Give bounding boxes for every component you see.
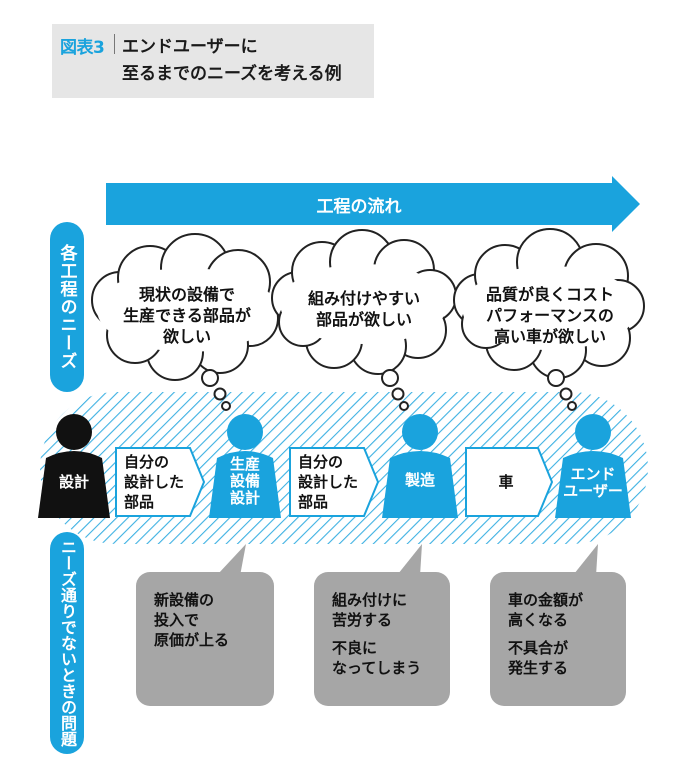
needs-text-line: 組み付けやすい — [307, 289, 420, 308]
problem-box-3 — [490, 544, 626, 706]
needs-text-line: パフォーマンスの — [486, 306, 614, 325]
transfer-1-label: 自分の 設計した 部品 — [124, 452, 184, 512]
actor-label-line: 設計 — [58, 473, 89, 491]
transfer-label-line: 自分の — [298, 453, 344, 471]
transfer-label-line: 部品 — [298, 493, 329, 511]
figure-title-line-1: エンドユーザーに — [122, 37, 258, 57]
needs-bubble-3-text: 品質が良くコスト パフォーマンスの 高い車が欲しい — [470, 284, 630, 347]
needs-text-line: 品質が良くコスト — [485, 285, 614, 304]
side-label-needs: 各工程のニーズ — [50, 222, 84, 392]
problem-text-line: 不具合が — [508, 639, 569, 657]
transfer-arrow-3 — [465, 447, 554, 517]
problem-2-text: 組み付けに 苦労する 不良に なってしまう — [332, 590, 421, 678]
problem-text-line: 原価が上る — [154, 631, 230, 649]
transfer-label-line: 設計した — [124, 473, 185, 491]
actor-equipment-designer-figure — [209, 414, 281, 518]
actor-label-line: エンド — [570, 465, 616, 483]
problem-text-gap — [332, 630, 421, 638]
actor-equipment-designer-label: 生産 設備 設計 — [211, 456, 279, 507]
actor-designer-label: 設計 — [40, 474, 108, 491]
problem-text-line: 発生する — [508, 659, 569, 677]
needs-bubble-2-text: 組み付けやすい 部品が欲しい — [290, 288, 438, 330]
problem-text-line: 苦労する — [332, 611, 393, 629]
flow-label: 工程の流れ — [316, 196, 402, 217]
needs-bubble-2 — [271, 229, 457, 411]
needs-bubble-3 — [453, 228, 645, 411]
problem-text-line: 組み付けに — [332, 591, 408, 609]
problem-text-line: 新設備の — [154, 591, 215, 609]
needs-text-line: 欲しい — [162, 327, 211, 346]
actor-end-user-label: エンド ユーザー — [555, 466, 631, 500]
problem-text-line: 車の金額が — [508, 591, 584, 609]
problem-1-text: 新設備の 投入で 原価が上る — [154, 590, 229, 650]
actor-label-line: ユーザー — [563, 482, 623, 500]
problem-text-gap — [508, 630, 583, 638]
needs-text-line: 高い車が欲しい — [493, 327, 606, 346]
header-separator — [114, 34, 115, 54]
needs-text-line: 現状の設備で — [138, 285, 235, 304]
problem-text-line: 不良に — [332, 639, 378, 657]
actor-label-line: 生産 — [229, 455, 260, 473]
problem-text-line: 投入で — [154, 611, 200, 629]
transfer-label-line: 設計した — [298, 473, 359, 491]
actor-label-line: 製造 — [404, 471, 435, 489]
transfer-label-line: 自分の — [124, 453, 170, 471]
problem-text-line: 高くなる — [508, 611, 569, 629]
figure-header: 図表3 エンドユーザーに 至るまでのニーズを考える例 — [52, 24, 374, 98]
actor-end-user-figure — [555, 414, 631, 518]
needs-text-line: 生産できる部品が — [123, 306, 251, 325]
actor-manufacturing-figure — [382, 414, 458, 518]
transfer-3-label: 車 — [466, 472, 546, 492]
actor-designer-figure — [38, 414, 110, 518]
transfer-arrow-1 — [115, 447, 206, 517]
transfer-2-label: 自分の 設計した 部品 — [298, 452, 358, 512]
transfer-arrow-2 — [289, 447, 380, 517]
problem-text-line: なってしまう — [332, 659, 422, 677]
figure-title-line-2: 至るまでのニーズを考える例 — [122, 64, 342, 84]
transfer-label-line: 部品 — [124, 493, 155, 511]
needs-text-line: 部品が欲しい — [315, 310, 412, 329]
actor-label-line: 設計 — [229, 489, 260, 507]
problem-box-1 — [136, 544, 274, 706]
problem-box-2 — [314, 544, 450, 706]
figure-number: 図表3 — [60, 38, 105, 58]
flow-arrow — [106, 176, 640, 232]
transfer-label-line: 車 — [498, 473, 514, 491]
needs-bubble-1-text: 現状の設備で 生産できる部品が 欲しい — [107, 284, 267, 347]
side-label-problems: ニーズ通りでないときの問題 — [50, 532, 84, 754]
problem-3-text: 車の金額が 高くなる 不具合が 発生する — [508, 590, 583, 678]
needs-bubble-1 — [91, 233, 279, 411]
actor-label-line: 設備 — [229, 472, 260, 490]
actor-manufacturing-label: 製造 — [386, 472, 454, 489]
